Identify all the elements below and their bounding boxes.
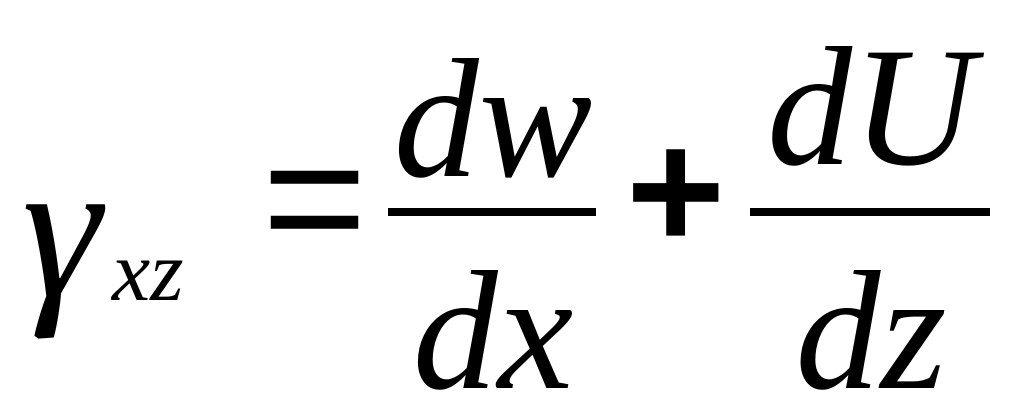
plus-sign: +: [626, 96, 726, 286]
fraction-1-bar: [388, 208, 596, 216]
gamma-subscript: xz: [112, 223, 184, 319]
fraction-2-bar: [750, 208, 990, 216]
fraction-1-numerator: dw: [393, 25, 593, 213]
fraction-2-denominator: dz: [795, 237, 947, 412]
equals-sign: =: [262, 97, 368, 298]
fraction-2-numerator: dU: [767, 13, 975, 201]
gamma-symbol: γ: [22, 119, 101, 340]
fraction-1-denominator: dx: [412, 237, 574, 412]
